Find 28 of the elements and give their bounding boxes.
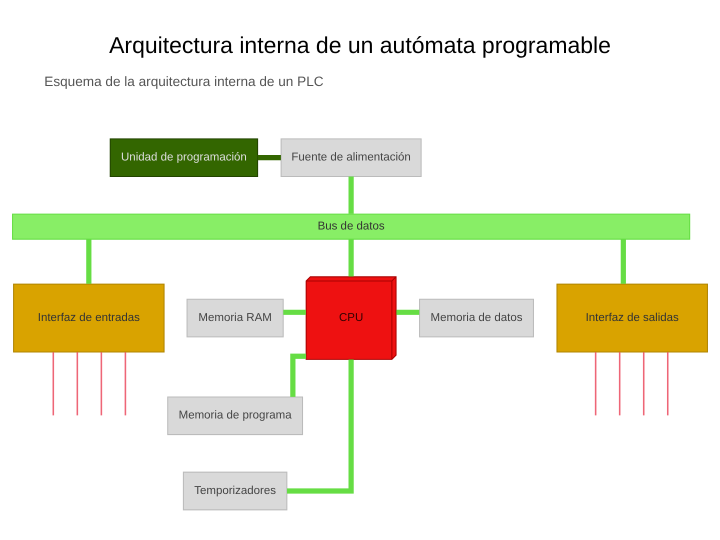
connector (594, 352, 596, 416)
connector (86, 239, 92, 284)
connector (283, 310, 306, 315)
connector (620, 239, 626, 284)
node-box: Memoria RAM (186, 298, 284, 338)
connector (76, 352, 78, 416)
node-box: Interfaz de salidas (556, 284, 708, 353)
node-box: Temporizadores (182, 472, 288, 510)
node-box: Memoria de datos (419, 298, 534, 338)
node-box: Memoria de programa (167, 396, 304, 436)
node-box: Unidad de programación (110, 138, 258, 177)
node-box: Bus de datos (12, 214, 690, 240)
connector (396, 310, 420, 315)
connector (618, 352, 620, 416)
connector (348, 239, 354, 277)
node-box: Fuente de alimentación (280, 138, 422, 177)
connector (124, 352, 126, 416)
connector (348, 176, 354, 214)
connector (642, 352, 644, 416)
label: Esquema de la arquitectura interna de un PLC (44, 74, 324, 89)
connector (100, 352, 102, 416)
connector (287, 360, 354, 494)
connector (290, 354, 306, 397)
diagram-title: Arquitectura interna de un autómata programable (109, 32, 611, 58)
connector (52, 352, 54, 416)
connector (258, 155, 281, 160)
connector (666, 352, 669, 416)
node-box: Interfaz de entradas (13, 284, 165, 353)
